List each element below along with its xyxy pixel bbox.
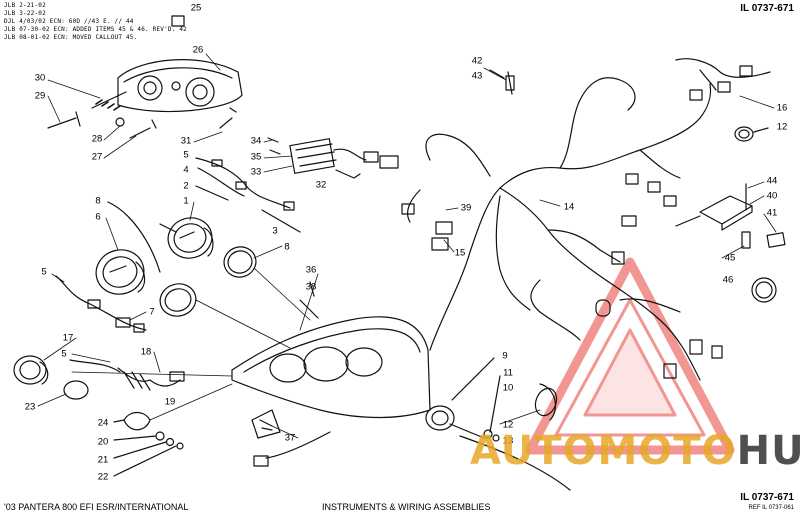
callout-1: 1 [183, 195, 189, 207]
callout-14: 14 [563, 201, 575, 213]
model-name: '03 PANTERA 800 EFI ESR/INTERNATIONAL [4, 502, 189, 512]
callout-5: 5 [183, 149, 189, 161]
callout-2: 2 [183, 180, 189, 192]
callout-43: 43 [471, 70, 483, 82]
callout-8: 8 [284, 241, 290, 253]
callout-28: 28 [91, 133, 103, 145]
callout-7: 7 [149, 306, 155, 318]
gauge-tachometer [159, 217, 257, 278]
gauge-cluster-housing [47, 15, 243, 139]
callout-45: 45 [724, 252, 736, 264]
throttle-cable-assembly [425, 357, 571, 491]
assembly-leader-lines [71, 267, 311, 421]
control-module [675, 183, 786, 303]
revision-note: DJL 4/03/02 ECN: 60D //43 E. // 44 [4, 18, 134, 25]
revision-note: JLB 07-30-02 ECN: ADDED ITEMS 45 & 46. R… [4, 26, 187, 33]
gauge-wiring [195, 157, 301, 233]
switch-hardware [113, 411, 184, 477]
callout-8: 8 [95, 195, 101, 207]
callout-20: 20 [97, 436, 109, 448]
callout-12: 12 [776, 121, 788, 133]
diagram-title: INSTRUMENTS & WIRING ASSEMBLIES [322, 502, 491, 512]
callout-leaders [37, 53, 777, 439]
callout-17: 17 [62, 332, 74, 344]
callout-22: 22 [97, 471, 109, 483]
callout-4: 4 [183, 164, 189, 176]
callout-32: 32 [315, 179, 327, 191]
module-box [267, 137, 399, 179]
watermark-triangle [525, 257, 735, 455]
callout-18: 18 [140, 346, 152, 358]
callout-6: 6 [95, 211, 101, 223]
callout-41: 41 [766, 207, 778, 219]
revision-note: JLB 3-22-02 [4, 10, 46, 17]
callout-25: 25 [190, 2, 202, 14]
watermark-logo: AUTOMOTOHUB [470, 428, 800, 474]
callout-33: 33 [250, 166, 262, 178]
callout-42: 42 [471, 55, 483, 67]
callout-23: 23 [24, 401, 36, 413]
callout-3: 3 [272, 225, 278, 237]
callout-24: 24 [97, 417, 109, 429]
revision-note: JLB 08-01-02 ECN: MOVED CALLOUT 45. [4, 34, 138, 41]
callout-34: 34 [250, 135, 262, 147]
callout-15: 15 [454, 247, 466, 259]
callout-12: 12 [502, 419, 514, 431]
main-wiring-harness [401, 58, 771, 381]
sensor-probe [489, 69, 515, 95]
callout-27: 27 [91, 151, 103, 163]
callout-37: 37 [284, 432, 296, 444]
auxiliary-gauge [13, 355, 185, 400]
watermark-text-b: HUB [736, 428, 800, 474]
mounting-bracket [251, 409, 331, 467]
dashboard-pod [231, 281, 431, 419]
callout-5: 5 [61, 348, 67, 360]
revision-note: JLB 2-21-02 [4, 2, 46, 9]
callout-46: 46 [722, 274, 734, 286]
grommet-ring [734, 126, 769, 142]
callout-31: 31 [180, 135, 192, 147]
speedo-wiring [55, 275, 147, 333]
callout-44: 44 [766, 175, 778, 187]
callout-38: 38 [305, 281, 317, 293]
callout-30: 30 [34, 72, 46, 84]
illustration-number-top: IL 0737-671 [740, 3, 794, 14]
watermark-text-a: AUTOMOTO [470, 428, 737, 474]
callout-9: 9 [502, 350, 508, 362]
callout-40: 40 [766, 190, 778, 202]
illustration-number-bottom: IL 0737-671 [740, 492, 794, 503]
callout-5: 5 [41, 266, 47, 278]
callout-19: 19 [164, 396, 176, 408]
gauge-speedometer [95, 201, 197, 317]
revision-notes: JLB 2-21-02 JLB 3-22-02 DJL 4/03/02 ECN:… [4, 2, 187, 42]
callout-35: 35 [250, 151, 262, 163]
callout-36: 36 [305, 264, 317, 276]
callout-39: 39 [460, 202, 472, 214]
callout-29: 29 [34, 90, 46, 102]
callout-21: 21 [97, 454, 109, 466]
callout-10: 10 [502, 382, 514, 394]
callout-11: 11 [503, 367, 513, 379]
callout-13: 13 [502, 435, 514, 447]
callout-16: 16 [776, 102, 788, 114]
reference-number: REF IL 0737-061 [748, 505, 794, 511]
callout-26: 26 [192, 44, 204, 56]
